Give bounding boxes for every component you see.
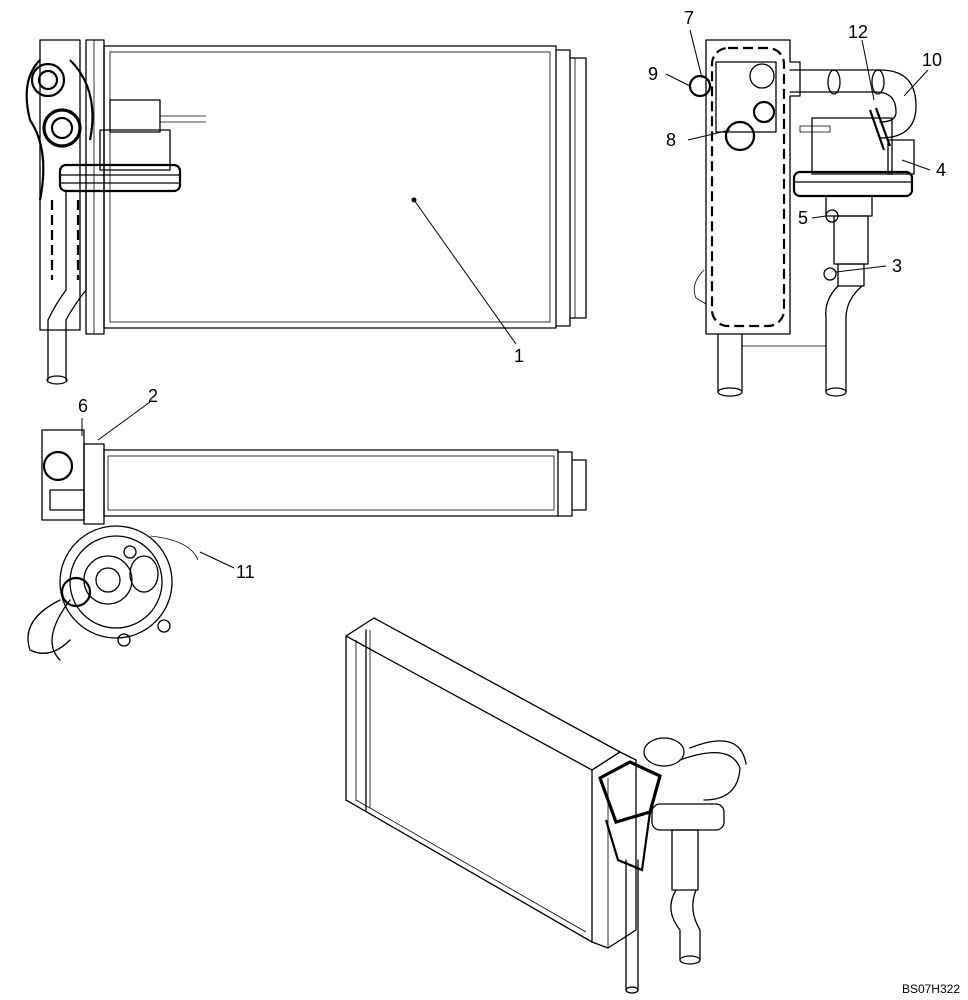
callout-label-5: 5: [798, 208, 808, 228]
callout-label-2: 2: [148, 386, 158, 406]
callout-label-8: 8: [666, 130, 676, 150]
callout-label-7: 7: [684, 8, 694, 28]
front-view-heater-assembly: [25, 39, 587, 385]
callout-label-4: 4: [936, 160, 946, 180]
callout-label-12: 12: [848, 22, 868, 42]
side-view-heater-assembly: [665, 29, 931, 397]
top-view-heater-assembly: [27, 401, 587, 661]
callout-label-11: 11: [236, 562, 255, 582]
callout-label-1: 1: [514, 346, 524, 366]
isometric-view-heater-assembly: [345, 617, 747, 994]
callout-label-3: 3: [892, 256, 902, 276]
callout-label-9: 9: [648, 64, 658, 84]
callout-label-10: 10: [922, 50, 942, 70]
callout-label-6: 6: [78, 396, 88, 416]
document-code: BS07H322: [901, 982, 960, 996]
